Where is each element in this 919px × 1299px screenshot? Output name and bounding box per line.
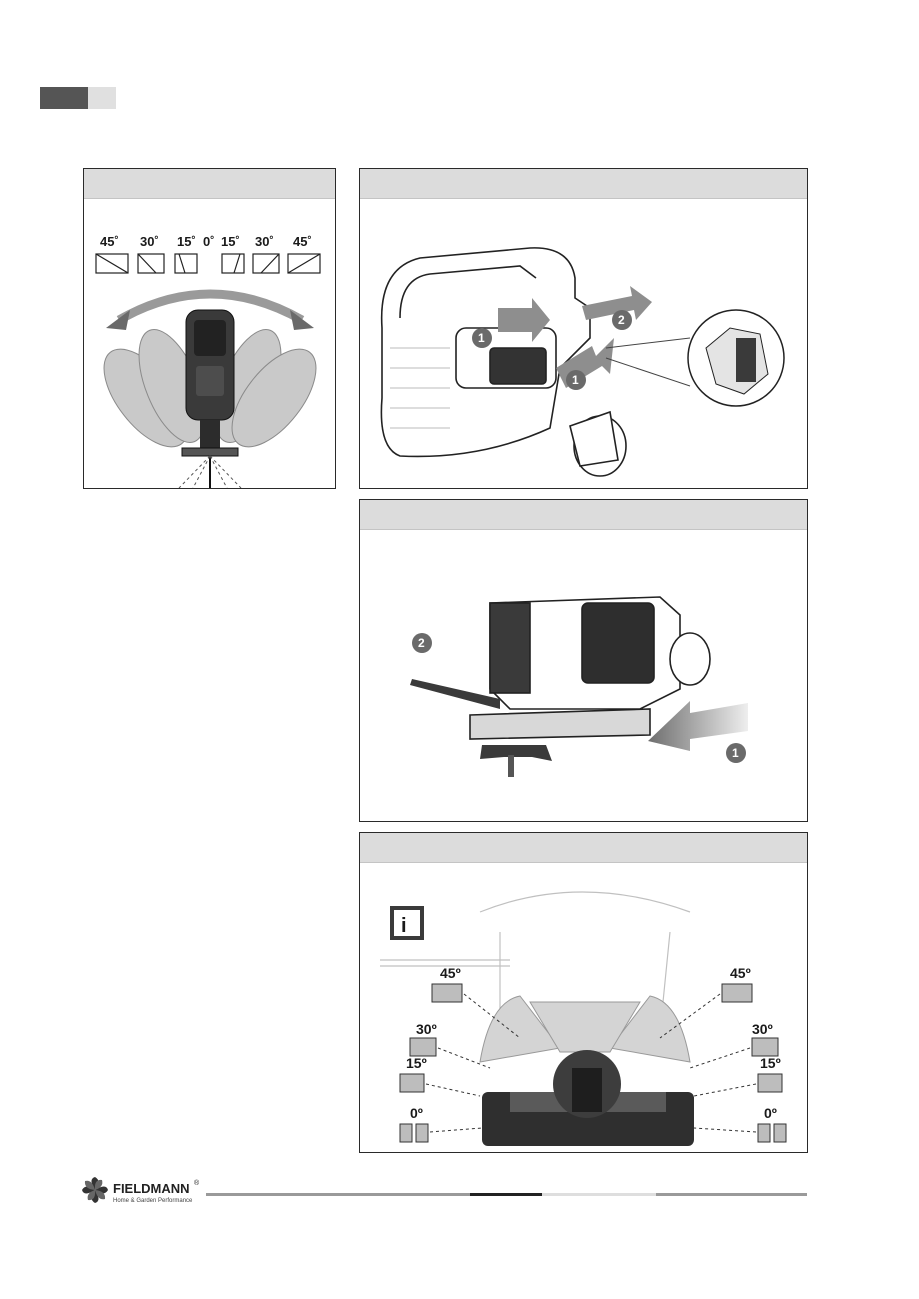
bevel-label-45-left: 45º [440,965,461,981]
footer-rule-accent [470,1193,542,1196]
brand-tagline: Home & Garden Performance [113,1198,193,1204]
step-number: 2 [418,636,425,650]
angle-label-30-right: 30˚ [255,234,274,249]
figure-blade-insertion: 1 2 [359,499,808,822]
detail-callout [688,310,784,406]
saw-blade [410,679,500,709]
pivot-center [572,1068,602,1112]
angle-label-45-right: 45˚ [293,234,312,249]
bevel-angles-illustration: 45˚ 30˚ 15˚ 0˚ 15˚ 30˚ 45˚ [84,198,335,488]
angle-label-45-left: 45˚ [100,234,119,249]
bevel-label-15-left: 15º [406,1055,427,1071]
callout-line [606,358,690,386]
blade-tip [508,755,514,777]
angle-label-15-right: 15˚ [221,234,240,249]
bevel-label-0-right: 0º [764,1105,777,1121]
header-tab-dark [40,87,88,109]
info-icon: i [390,906,424,940]
brand-registered-mark: ® [194,1179,200,1187]
footer-rule-light [542,1193,656,1196]
bevel-label-30-left: 30º [416,1021,437,1037]
jigsaw-front-view [182,310,238,488]
figure-bevel-angles: 45˚ 30˚ 15˚ 0˚ 15˚ 30˚ 45˚ [83,168,336,489]
angle-label-15-left: 15˚ [177,234,196,249]
bevel-label-30-right: 30º [752,1021,773,1037]
arrow-left-icon [106,310,130,330]
brand-logo: FIELDMANN ® Home & Garden Performance [80,1175,210,1205]
base-bevel-illustration: i 45º 30º 15º 0º 45º 30º 15º [360,862,807,1152]
angle-label-30-left: 30˚ [140,234,159,249]
step-number: 1 [572,373,579,387]
step-number: 1 [732,746,739,760]
bevel-label-0-left: 0º [410,1105,423,1121]
figure-header [360,833,807,863]
figure-base-bevel: i 45º 30º 15º 0º 45º 30º 15º [359,832,808,1153]
brand-name: FIELDMANN [113,1181,190,1196]
battery-removal-illustration: 1 1 2 [360,198,807,488]
fan-logo-icon [82,1177,108,1203]
header-tab-light [88,87,116,109]
bevel-label-15-right: 15º [760,1055,781,1071]
step-number: 1 [478,331,485,345]
footer-rule [206,1193,470,1196]
step-number: 2 [618,313,625,327]
svg-text:i: i [401,915,407,937]
blade-insertion-illustration: 1 2 [360,529,807,821]
angle-boxes [96,254,320,273]
figure-header [360,500,807,530]
callout-line [606,338,690,348]
bevel-label-45-right: 45º [730,965,751,981]
angle-label-0: 0˚ [203,234,215,249]
figure-header [84,169,335,199]
figure-battery-removal: 1 1 2 [359,168,808,489]
figure-header [360,169,807,199]
blade-guide [480,745,552,761]
footer-rule-end [656,1193,807,1196]
arrow-right-icon [290,310,314,330]
